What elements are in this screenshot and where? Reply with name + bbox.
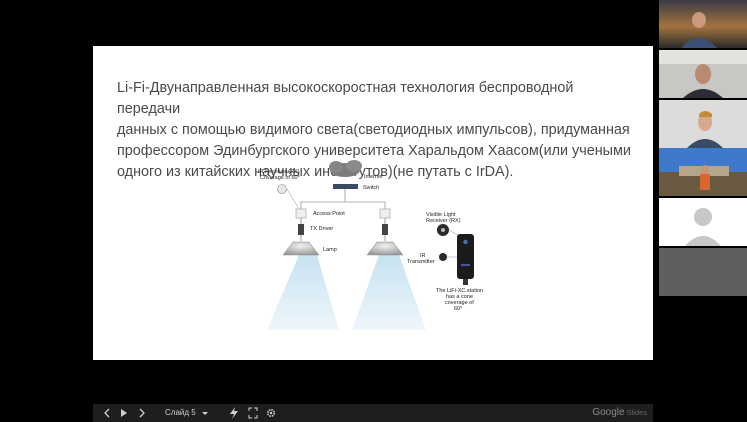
play-button[interactable]	[119, 404, 129, 422]
gear-icon	[266, 409, 276, 418]
light-beam-right	[352, 255, 426, 330]
ir-transmitter-icon	[439, 253, 447, 261]
ir-transmitter-label: IR	[420, 253, 426, 259]
avatar-icon	[659, 198, 747, 246]
brand-name: Google	[592, 407, 625, 418]
participant-avatar-tile[interactable]	[659, 198, 747, 246]
visible-light-label-2: Receiver (RX)	[426, 218, 461, 224]
fullscreen-icon	[248, 407, 258, 419]
visible-light-label: Visible Light	[426, 212, 456, 218]
slide-select-chevron[interactable]	[201, 404, 209, 422]
participant-video-tile[interactable]	[659, 100, 747, 148]
tx-driver-right-icon	[382, 224, 388, 235]
previous-slide-button[interactable]	[102, 404, 112, 422]
slide-select-label: Слайд 5	[165, 408, 196, 417]
participant-video-tile[interactable]	[659, 0, 747, 48]
fullscreen-button[interactable]	[247, 404, 259, 422]
lamp-left-icon	[282, 241, 320, 256]
internet-cloud-icon	[329, 160, 362, 177]
slide-canvas: Li-Fi-Двунаправленная высокоскоростная т…	[93, 46, 653, 360]
station-label-1: The LiFi-XC station	[436, 288, 483, 294]
empty-tile-bg	[659, 248, 747, 296]
ir-receiver-coverage: Coverage of 60°	[260, 175, 300, 181]
brand-sub: Slides	[626, 408, 647, 417]
participant-video	[659, 0, 747, 48]
station-label-3: coverage of	[445, 300, 474, 306]
slide-text: Li-Fi-Двунаправленная высокоскоростная т…	[117, 78, 637, 183]
play-icon	[121, 409, 127, 417]
ir-receiver-label: IR Receiver (RX)	[258, 169, 300, 175]
participant-video	[659, 100, 747, 148]
access-point-label: Access Point	[313, 211, 345, 217]
chevron-left-icon	[104, 408, 110, 418]
internet-label: Internet	[364, 174, 383, 180]
caret-down-icon	[202, 412, 208, 415]
switch-label: Switch	[363, 185, 379, 191]
slide-text-line: профессором Эдинбургского университета Х…	[117, 143, 631, 159]
tx-driver-left-icon	[298, 224, 304, 235]
participant-video	[659, 50, 747, 98]
switch-icon	[333, 184, 358, 189]
laser-pointer-icon	[230, 407, 238, 419]
settings-button[interactable]	[265, 404, 277, 422]
chevron-right-icon	[139, 408, 145, 418]
ir-receiver-icon	[277, 184, 287, 194]
tx-driver-label: TX Driver	[310, 226, 333, 232]
laser-pointer-button[interactable]	[228, 404, 240, 422]
participant-video-tile[interactable]	[659, 50, 747, 98]
participant-empty-tile	[659, 248, 747, 296]
lifi-station-icon	[457, 234, 474, 279]
slide-text-line: данных с помощью видимого света(светодио…	[117, 122, 630, 138]
lamp-right-icon	[366, 241, 404, 256]
lamp-label: Lamp	[323, 247, 337, 253]
participant-sidebar	[659, 0, 747, 297]
ir-transmitter-label-2: Transmitter	[407, 259, 435, 265]
participant-video	[659, 148, 747, 196]
access-point-left-icon	[295, 208, 307, 219]
lifi-diagram: Internet Switch IR Receiver (RX) Coverag…	[258, 160, 483, 330]
slide-text-line: одного из китайских научных институтов)(…	[117, 164, 514, 180]
station-label-4: 60°	[454, 306, 462, 312]
access-point-right-icon	[379, 208, 391, 219]
participant-video-tile[interactable]	[659, 148, 747, 196]
light-beam-left	[267, 255, 339, 330]
slide-select-dropdown[interactable]: Слайд 5	[165, 404, 196, 422]
station-label-2: has a cone	[446, 294, 473, 300]
next-slide-button[interactable]	[137, 404, 147, 422]
slide-text-line: Li-Fi-Двунаправленная высокоскоростная т…	[117, 80, 574, 117]
